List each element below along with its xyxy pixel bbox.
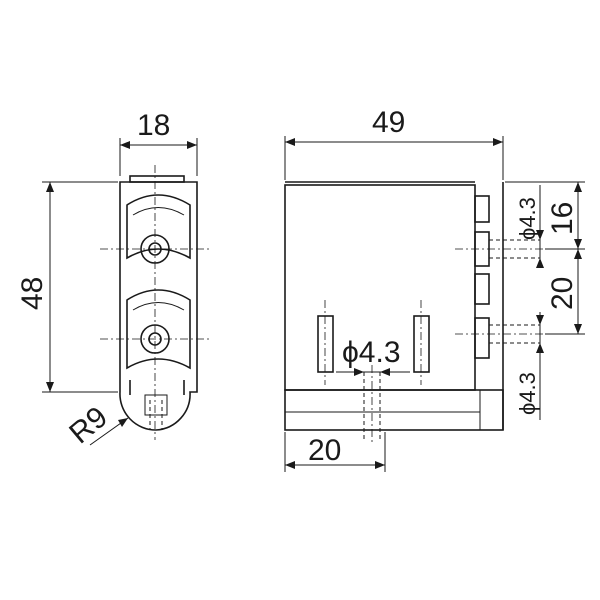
right-bottom-dim: 20 — [308, 434, 341, 467]
right-width-dim: 49 — [372, 106, 405, 139]
right-lower-flange — [284, 389, 504, 431]
left-upper-cavity — [126, 194, 191, 260]
right-center-hole-dim: ϕ4.3 — [342, 336, 401, 369]
right-front-hole-left — [317, 315, 334, 373]
right-top-hole-dim: ϕ4.3 — [515, 197, 540, 240]
right-spacing-dim: 20 — [546, 277, 579, 310]
left-view: 18 48 R9 — [16, 109, 210, 450]
left-radius-dim: R9 — [63, 400, 114, 450]
left-lower-cavity — [126, 289, 191, 370]
left-width-dim: 18 — [137, 109, 170, 142]
right-top-offset-dim: 16 — [546, 202, 579, 235]
left-top-tab — [129, 175, 185, 183]
left-height-dim: 48 — [16, 277, 49, 310]
left-body-outline — [119, 181, 198, 431]
right-bottom-hole-dim: ϕ4.3 — [515, 372, 540, 415]
right-front-hole-right — [413, 315, 430, 373]
right-view: 49 20 ϕ4.3 16 20 ϕ4.3 ϕ4.3 — [284, 106, 585, 472]
